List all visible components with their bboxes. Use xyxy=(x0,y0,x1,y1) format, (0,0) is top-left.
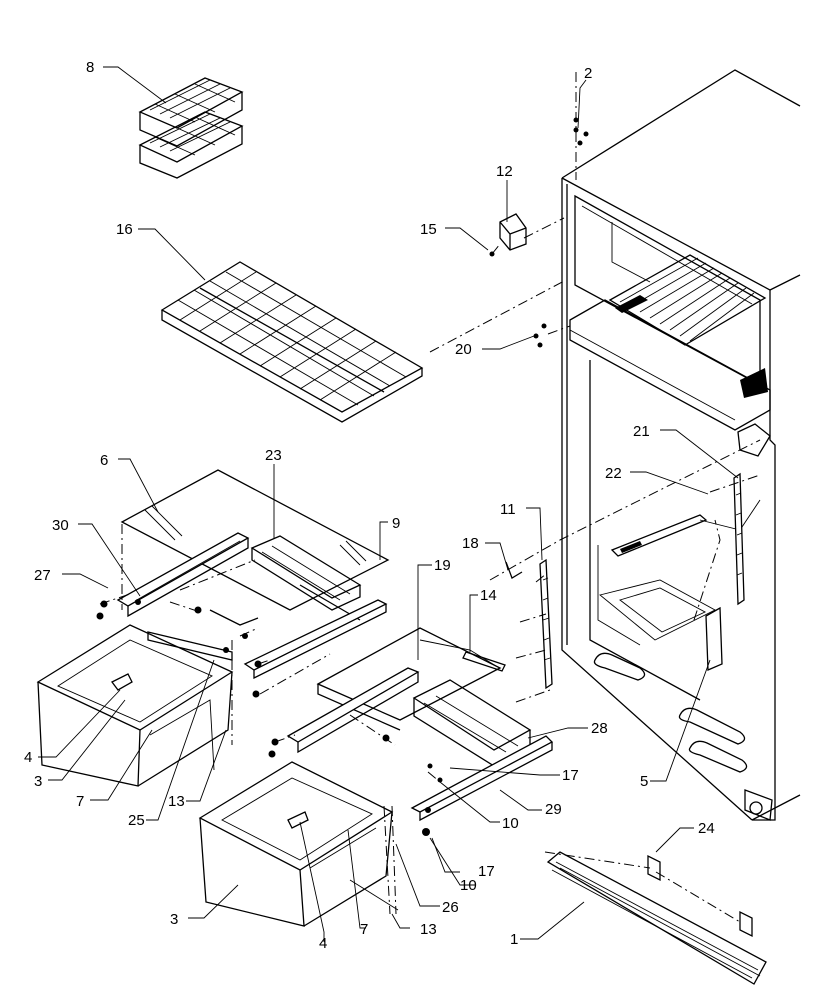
part-11-shelf-track xyxy=(539,558,553,690)
callout-18: 18 xyxy=(462,535,479,552)
refrigerator-cabinet xyxy=(561,69,801,821)
divider-mullion xyxy=(569,295,771,431)
callout-9: 9 xyxy=(392,515,400,532)
callout-23: 23 xyxy=(265,447,282,464)
callout-28: 28 xyxy=(591,720,608,737)
part-14-rail xyxy=(462,651,506,672)
callout-11: 11 xyxy=(500,501,516,518)
callout-8: 8 xyxy=(86,59,94,76)
part-18-clip xyxy=(505,561,523,579)
part-3-crisper-drawer-upper xyxy=(36,624,234,787)
callout-7-upper: 7 xyxy=(76,793,84,810)
part-30-slide-rail-upper xyxy=(96,532,388,698)
callout-30: 30 xyxy=(52,517,69,534)
callout-3-lower: 3 xyxy=(170,911,178,928)
callout-4-lower: 4 xyxy=(319,935,327,952)
callout-17-lower: 17 xyxy=(478,863,495,880)
part-23-crisper-cover xyxy=(209,535,362,626)
callout-5: 5 xyxy=(640,773,648,790)
callout-29: 29 xyxy=(545,801,562,818)
callout-7-lower: 7 xyxy=(360,921,368,938)
callout-20: 20 xyxy=(455,341,472,358)
callout-labels: 8 2 12 15 16 20 21 6 23 22 11 30 9 18 19… xyxy=(24,59,715,952)
callout-13-lower: 13 xyxy=(420,921,437,938)
callout-22: 22 xyxy=(605,465,622,482)
part-6-glass-shelf xyxy=(120,469,390,611)
part-21-shelf-track-right xyxy=(733,423,771,606)
callout-10-lower: 10 xyxy=(460,877,477,894)
callout-26: 26 xyxy=(442,899,459,916)
callout-3-upper: 3 xyxy=(34,773,42,790)
callout-19: 19 xyxy=(434,557,451,574)
part-29-front-rail xyxy=(410,735,554,822)
callout-27: 27 xyxy=(34,567,51,584)
callout-24: 24 xyxy=(698,820,715,837)
callout-2: 2 xyxy=(584,65,592,82)
callout-13-upper: 13 xyxy=(168,793,185,810)
part-16-wire-shelf xyxy=(160,261,424,423)
callout-25: 25 xyxy=(128,812,145,829)
callout-15: 15 xyxy=(420,221,437,238)
callout-6: 6 xyxy=(100,452,108,469)
part-28-crisper-cover-lower xyxy=(412,679,532,767)
callout-4-upper: 4 xyxy=(24,749,32,766)
callout-16: 16 xyxy=(116,221,133,238)
callout-10-upper: 10 xyxy=(502,815,519,832)
callout-14: 14 xyxy=(480,587,497,604)
callout-17-upper: 17 xyxy=(562,767,579,784)
part-8-ice-cube-trays xyxy=(138,77,244,179)
part-3-crisper-drawer-lower xyxy=(198,761,399,927)
callout-1: 1 xyxy=(510,931,518,948)
leader-lines xyxy=(38,66,739,942)
part-5-bracket xyxy=(705,606,723,671)
part-12-bracket xyxy=(499,213,527,251)
part-9-side-rail-lower xyxy=(268,667,420,758)
callout-12: 12 xyxy=(496,163,513,180)
callout-21: 21 xyxy=(633,423,650,440)
assembly-center-lines xyxy=(99,72,761,923)
part-1-toe-grille xyxy=(546,851,767,985)
lower-fasteners xyxy=(422,763,443,836)
small-screws xyxy=(489,117,589,348)
